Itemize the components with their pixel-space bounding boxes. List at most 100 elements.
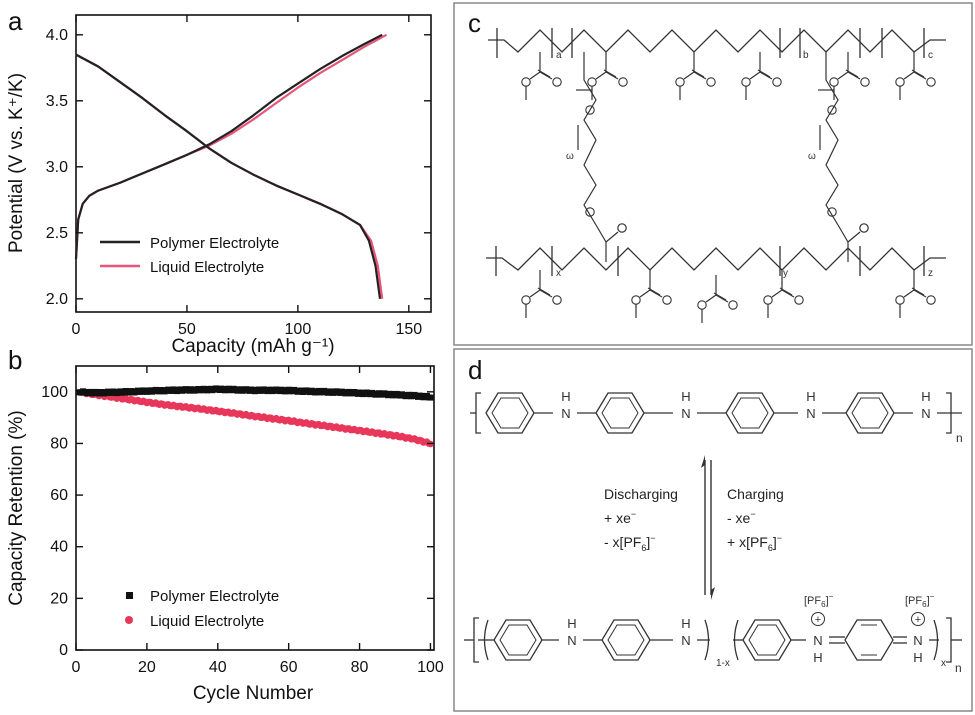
backbone-top-brackets xyxy=(496,28,925,58)
chart-a-ytick-label: 3.0 xyxy=(46,159,68,176)
chart-a-xtick-label: 0 xyxy=(72,321,81,338)
panel-d-frame xyxy=(453,348,973,712)
discharging-anion: - x[PF6]− xyxy=(604,533,656,553)
backbone-bottom-brackets xyxy=(495,246,925,276)
amine-5: N xyxy=(567,633,576,648)
chart-b-xtick-label: 100 xyxy=(417,659,444,676)
subscript-a: a xyxy=(556,50,562,61)
chart-b-xtick-label: 20 xyxy=(138,659,156,676)
equilibrium-arrows xyxy=(701,455,715,600)
amine-3-h: H xyxy=(806,389,815,404)
charging-label: Charging - xe− + x[PF6]− xyxy=(727,486,784,553)
discharging-electrons: + xe− xyxy=(604,509,636,526)
charging-electrons: - xe− xyxy=(727,509,756,526)
amine-7-h: H xyxy=(813,650,822,665)
series-a-polymer-electrolyte-charge xyxy=(74,33,383,260)
amine-5-h: H xyxy=(567,616,576,631)
repeat-n-top: n xyxy=(956,431,963,445)
chart-a-xtick-label: 100 xyxy=(285,321,312,338)
amine-1-h: H xyxy=(561,389,570,404)
amine-8: N xyxy=(913,633,922,648)
amine-6-h: H xyxy=(681,616,690,631)
chart-a-ytick-label: 2.5 xyxy=(46,225,68,242)
amine-6: N xyxy=(681,633,690,648)
legend-b-liquid-marker xyxy=(125,616,133,624)
chart-b-ytick-label: 80 xyxy=(50,435,68,452)
chart-b-xtick-label: 0 xyxy=(72,659,81,676)
chart-b-ytick-label: 20 xyxy=(50,590,68,607)
pani-oxidized: N H N H 1-x N H + [PF6]− N H xyxy=(464,592,962,675)
chart-a: 0 50 100 150 2.0 2.5 3.0 3.5 4.0 Capacity (mAh g… xyxy=(6,14,432,357)
chart-b-legend: Polymer Electrolyte Liquid Electrolyte xyxy=(125,588,279,630)
chart-b-ytick-label: 60 xyxy=(50,487,68,504)
discharging-title: Discharging xyxy=(604,486,678,502)
chart-b-ytick-label: 40 xyxy=(50,539,68,556)
subscript-b: b xyxy=(803,50,809,61)
omega-right: ω xyxy=(808,151,816,162)
panel-label-b: b xyxy=(8,345,22,375)
legend-b-polymer-label: Polymer Electrolyte xyxy=(150,588,279,605)
panel-c: c a b c xyxy=(453,2,973,346)
chart-b-ytick-label: 0 xyxy=(59,642,68,659)
marker-b-polymer-electrolyte xyxy=(427,394,434,401)
charging-title: Charging xyxy=(727,486,784,502)
chart-a-frame xyxy=(75,14,432,313)
peg-oxygens xyxy=(585,105,837,217)
chart-a-ytick-label: 4.0 xyxy=(46,27,68,44)
series-a-polymer-electrolyte-discharge xyxy=(75,53,382,299)
fraction-x: x xyxy=(941,658,946,669)
chart-b-ytick-label: 100 xyxy=(41,384,68,401)
chart-a-ylabel: Potential (V vs. K⁺/K) xyxy=(6,73,27,253)
chart-b-xlabel: Cycle Number xyxy=(193,683,314,704)
panel-label-c: c xyxy=(468,8,481,38)
amine-1: N xyxy=(561,406,570,421)
peg-linkers xyxy=(576,52,839,226)
subscript-z: z xyxy=(928,268,933,279)
amine-3: N xyxy=(806,406,815,421)
legend-a-liquid-label: Liquid Electrolyte xyxy=(150,259,264,276)
discharging-label: Discharging + xe− - x[PF6]− xyxy=(604,486,678,553)
chart-a-xtick-label: 150 xyxy=(395,321,422,338)
chart-a-series xyxy=(74,33,388,299)
legend-a-polymer-label: Polymer Electrolyte xyxy=(150,235,279,252)
backbone-bottom xyxy=(486,247,946,271)
panel-label-d: d xyxy=(468,355,482,385)
amine-2: N xyxy=(681,406,690,421)
chart-b-xtick-label: 80 xyxy=(351,659,369,676)
repeat-n-bottom: n xyxy=(955,661,962,675)
amine-8-h: H xyxy=(913,650,922,665)
charging-anion: + x[PF6]− xyxy=(727,533,782,553)
counterion-1: [PF6]− xyxy=(804,592,834,609)
counterion-2: [PF6]− xyxy=(905,592,935,609)
pani-reduced: N H N H N H N H n xyxy=(470,389,963,445)
legend-b-polymer-marker xyxy=(126,592,133,599)
subscript-x: x xyxy=(556,268,561,279)
amine-4: N xyxy=(921,406,930,421)
linker-carbonyls xyxy=(595,223,869,262)
chart-a-xtick-label: 50 xyxy=(178,321,196,338)
subscript-c: c xyxy=(928,50,933,61)
legend-b-liquid-label: Liquid Electrolyte xyxy=(150,613,264,630)
bottom-ester-groups xyxy=(521,269,936,324)
subscript-y: y xyxy=(783,268,788,279)
backbone-top xyxy=(488,29,946,53)
amine-7: N xyxy=(813,633,822,648)
panel-c-frame xyxy=(453,2,973,346)
chart-a-xlabel: Capacity (mAh g⁻¹) xyxy=(171,336,334,357)
chart-b-frame xyxy=(75,365,435,651)
chart-b-xtick-label: 40 xyxy=(209,659,227,676)
chart-b-ylabel: Capacity Retention (%) xyxy=(6,410,27,605)
chart-a-ytick-label: 2.0 xyxy=(46,291,68,308)
amine-4-h: H xyxy=(921,389,930,404)
amine-2-h: H xyxy=(681,389,690,404)
panel-d: d N H N H N H N H n xyxy=(453,348,973,712)
omega-left: ω xyxy=(566,151,574,162)
chart-a-ticks: 0 50 100 150 2.0 2.5 3.0 3.5 4.0 xyxy=(46,15,431,338)
chart-a-ytick-label: 3.5 xyxy=(46,93,68,110)
panel-label-a: a xyxy=(8,6,23,36)
chart-a-legend: Polymer Electrolyte Liquid Electrolyte xyxy=(100,235,279,276)
